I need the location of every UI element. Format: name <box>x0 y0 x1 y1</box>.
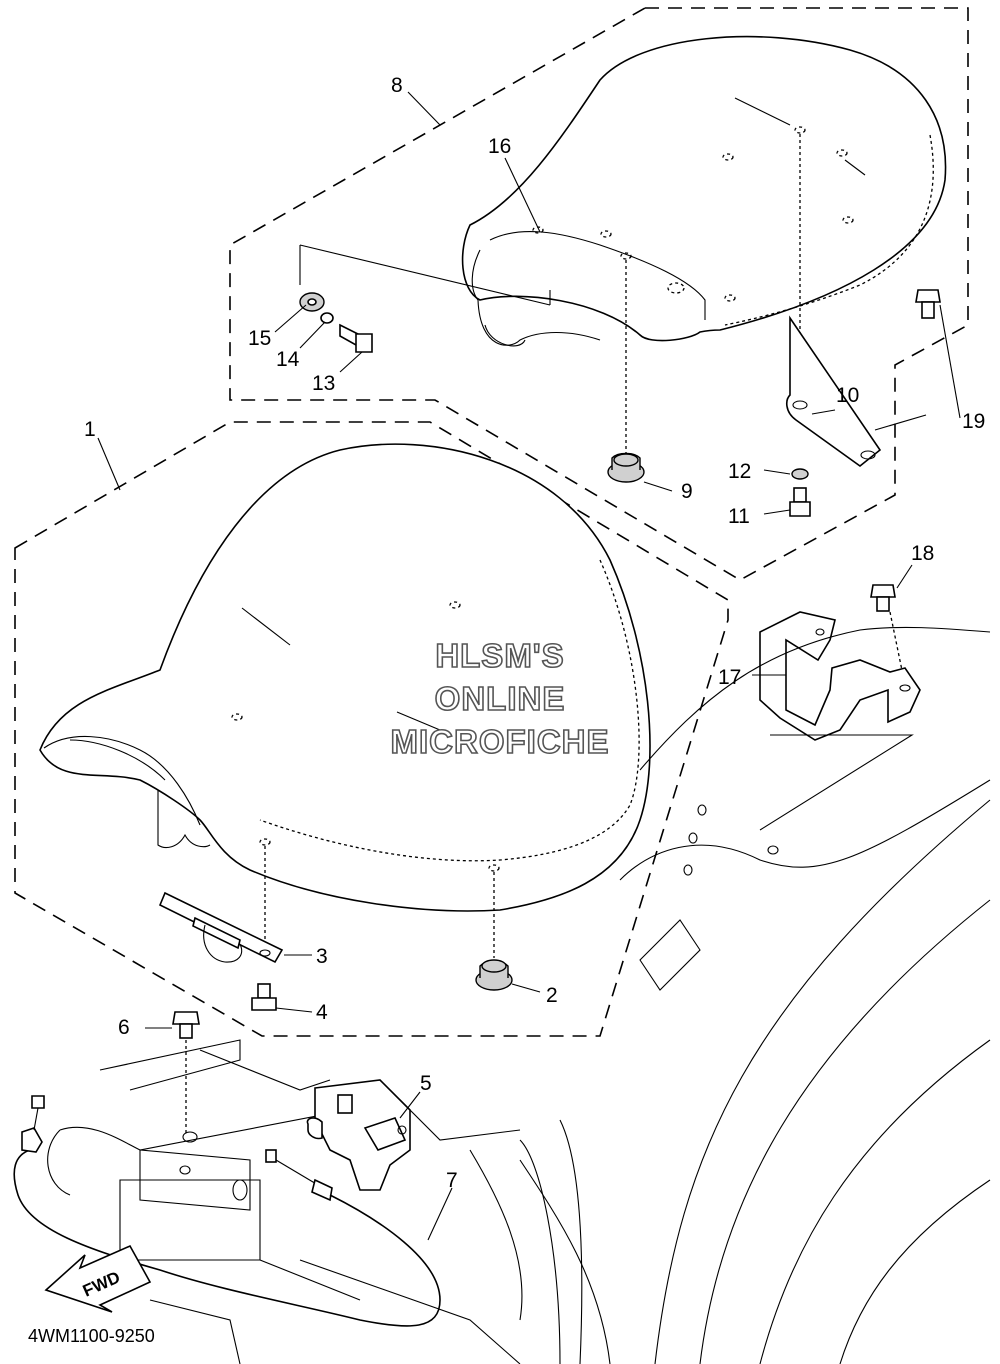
part-18-bolt <box>870 584 896 612</box>
callout-2: 2 <box>546 984 558 1007</box>
callout-5: 5 <box>420 1072 432 1095</box>
part-11-bolt <box>789 487 811 517</box>
part-12-washer <box>791 468 809 480</box>
main-seat-cushion <box>39 443 651 912</box>
part-5-seat-lock <box>306 1079 411 1191</box>
lower-frame <box>47 1039 523 1364</box>
part-14-lock-washer <box>320 312 334 324</box>
part-4-bolt <box>251 983 277 1011</box>
callout-9: 9 <box>681 480 693 503</box>
part-15-washer <box>299 292 325 312</box>
callout-4: 4 <box>316 1001 328 1024</box>
leader-lines <box>97 91 961 1241</box>
callout-18: 18 <box>911 542 934 565</box>
watermark: HLSM'S ONLINE MICROFICHE <box>390 636 610 761</box>
part-17-bracket <box>759 611 921 741</box>
frame-outline <box>519 626 991 1364</box>
callout-17: 17 <box>718 666 741 689</box>
callout-13: 13 <box>312 372 335 395</box>
part-7-cable <box>13 1095 441 1327</box>
callout-8: 8 <box>391 74 403 97</box>
part-10-bracket <box>786 315 882 468</box>
watermark-line-3: MICROFICHE <box>391 723 610 760</box>
part-3-bracket <box>158 891 284 964</box>
rear-seat-group-outline <box>229 7 969 581</box>
part-13-bolt <box>339 323 373 353</box>
fwd-arrow-icon <box>44 1244 152 1313</box>
callout-15: 15 <box>248 327 271 350</box>
watermark-line-1: HLSM'S <box>435 637 564 674</box>
callout-1: 1 <box>84 418 96 441</box>
callout-14: 14 <box>276 348 300 371</box>
diagram-code: 4WM1100-9250 <box>28 1326 155 1346</box>
callout-19: 19 <box>962 410 985 433</box>
callout-6: 6 <box>118 1016 130 1039</box>
callout-12: 12 <box>728 460 751 483</box>
watermark-line-2: ONLINE <box>435 680 566 717</box>
callout-10: 10 <box>836 384 859 407</box>
callout-7: 7 <box>446 1169 458 1192</box>
callout-16: 16 <box>488 135 511 158</box>
callout-3: 3 <box>316 945 328 968</box>
part-2-damper <box>475 959 513 991</box>
part-6-bolt <box>172 1011 200 1039</box>
front-seat-group-outline <box>14 421 729 1037</box>
callout-11: 11 <box>728 505 750 528</box>
part-19-bolt <box>915 289 941 319</box>
part-9-damper <box>607 452 645 483</box>
